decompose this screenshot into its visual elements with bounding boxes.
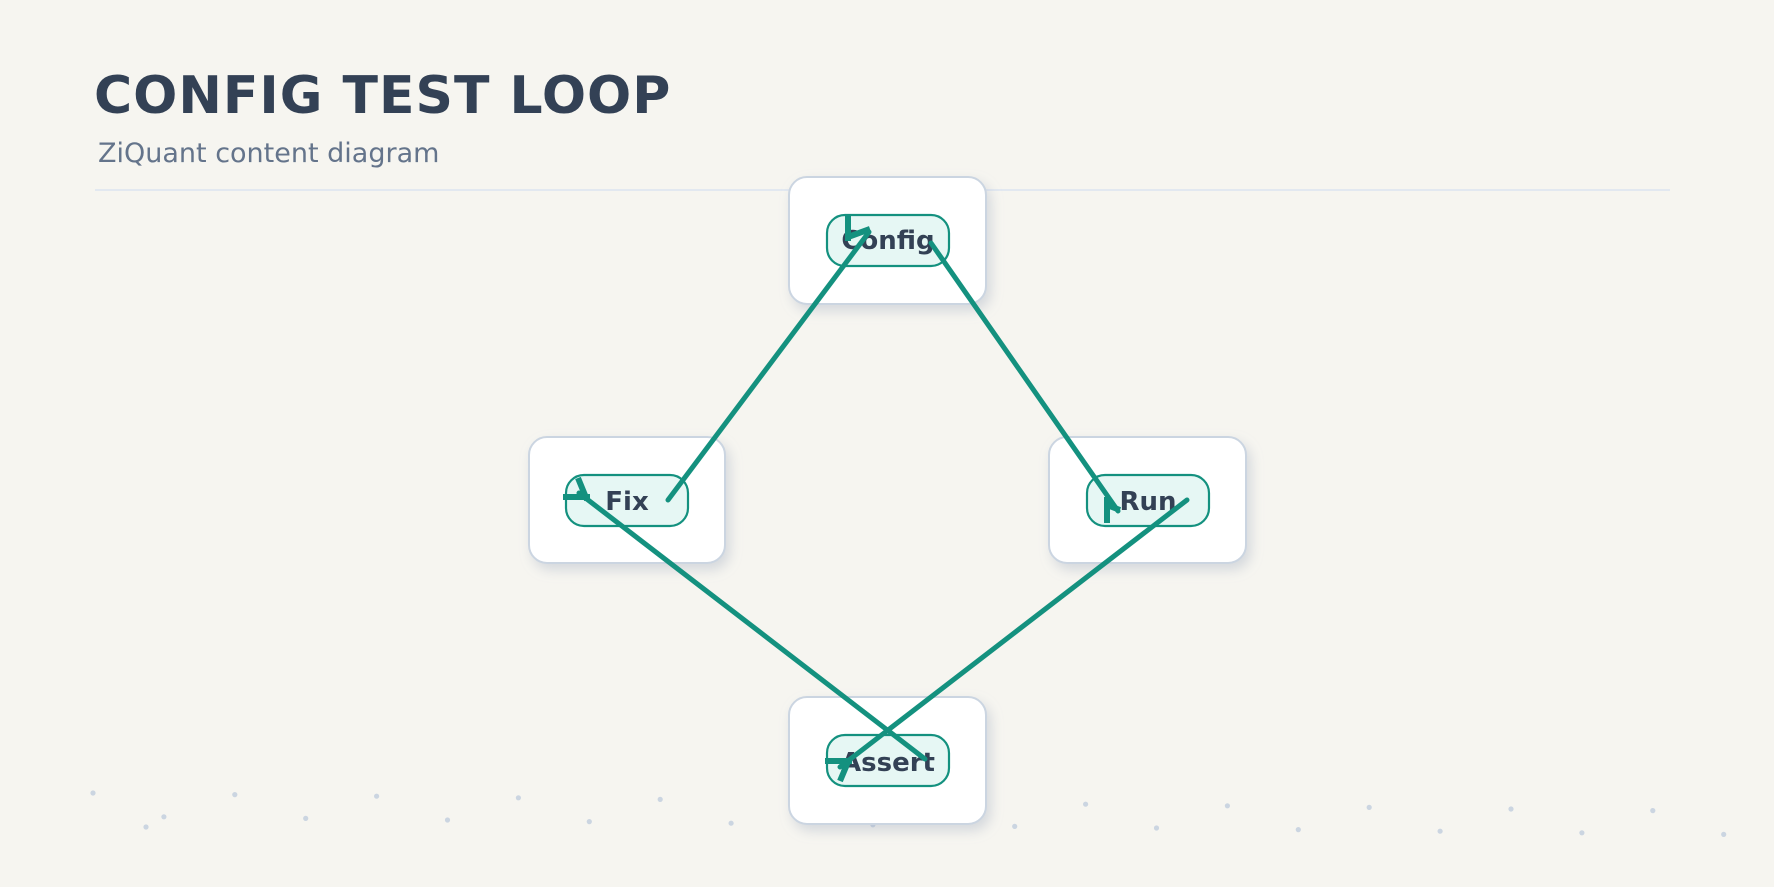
decorative-dot [444,817,451,823]
decorative-dot [1650,808,1656,814]
decorative-dot [515,795,522,801]
decorative-dot [1579,830,1585,836]
node-config[interactable]: Config [788,176,987,305]
decorative-dot [1012,823,1018,830]
decorative-dot [1437,828,1443,834]
decorative-dot [1224,803,1230,809]
decorative-dot [1295,827,1301,833]
decorative-dot [1153,825,1160,831]
edge-run-to-assert [825,497,1190,783]
edge-config-to-run [928,240,1122,523]
edge-fix-to-config [665,215,872,503]
decorative-dot [303,815,309,822]
node-fix-pill [564,473,690,528]
node-config-pill [825,213,951,268]
decorative-dot [586,819,592,825]
decorative-dot [1366,804,1372,811]
page-title: CONFIG TEST LOOP [94,66,672,126]
decorative-dot [374,793,380,799]
decorative-dot [90,790,96,796]
decorative-dot [1721,831,1727,838]
decorative-dot [1508,806,1514,812]
node-assert[interactable]: Assert [788,696,987,825]
decorative-dot [143,824,149,830]
edge-assert-to-fix [563,476,928,762]
decorative-dot [232,792,238,798]
node-run-label: Run [1119,487,1176,517]
page-subtitle: ZiQuant content diagram [98,138,440,169]
decorative-dot [1083,801,1089,807]
decorative-dot [657,796,663,803]
decorative-dot [728,820,734,826]
decorative-dot [161,814,167,820]
node-fix-label: Fix [605,487,649,517]
node-fix[interactable]: Fix [528,436,726,564]
